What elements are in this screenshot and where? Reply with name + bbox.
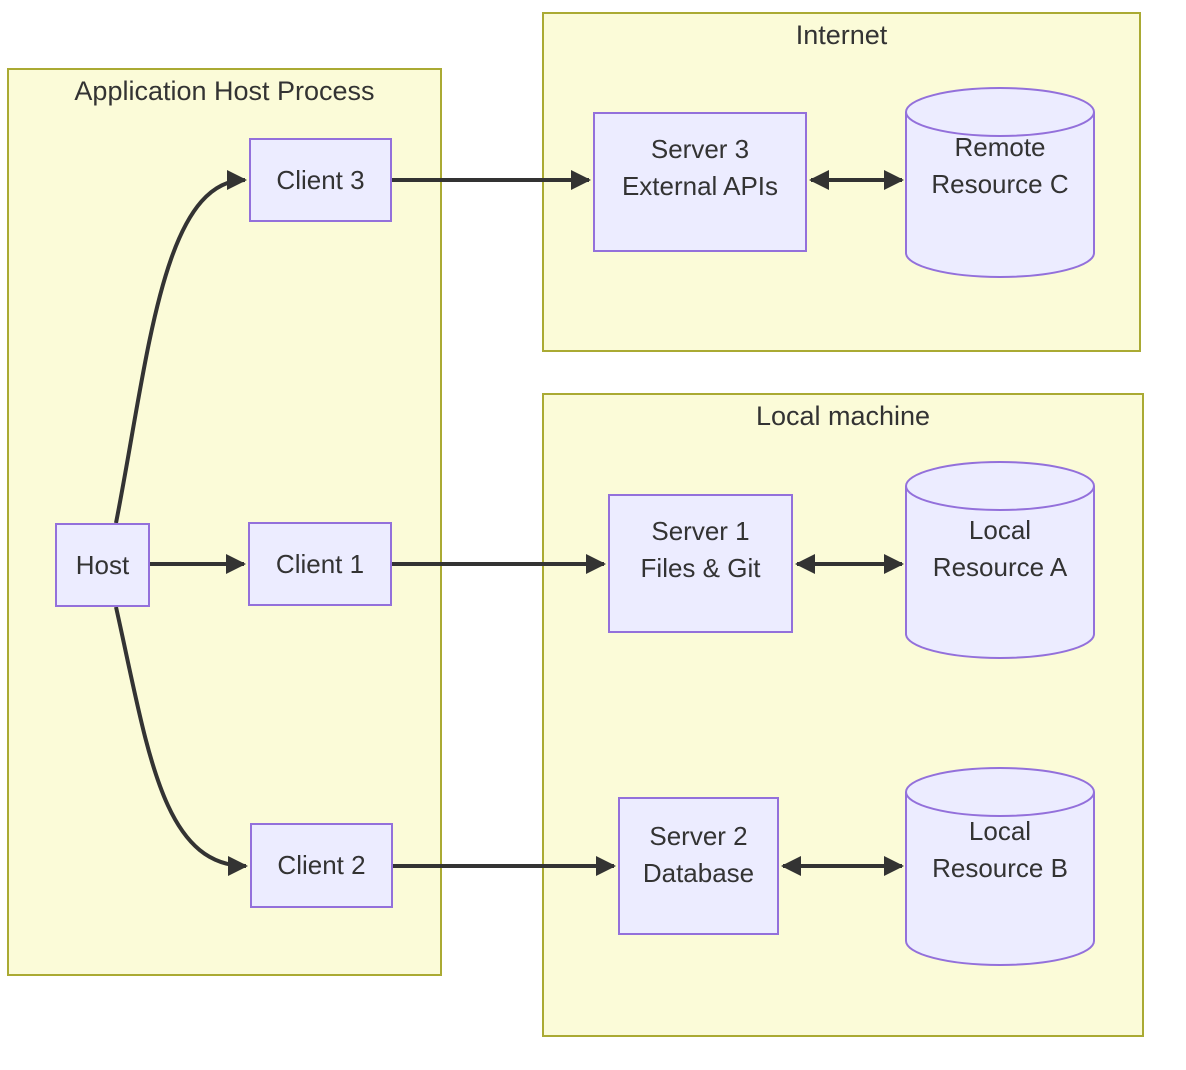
node-client-3: Client 3 <box>249 138 392 222</box>
node-server-2-database: Server 2 Database <box>618 797 779 935</box>
container-title-application-host-process: Application Host Process <box>74 76 375 106</box>
local-resource-b-line1: Local <box>968 816 1032 846</box>
edge-host-to-client3 <box>114 170 247 524</box>
node-server-3-external-apis: Server 3 External APIs <box>593 112 807 252</box>
container-title-internet: Internet <box>795 20 888 50</box>
node-server-2-label-line1: Server 2 <box>649 821 748 851</box>
cylinder-local-resource-b <box>905 767 1095 966</box>
node-local-resource-a-label: Local Resource A <box>906 512 1094 586</box>
local-resource-a-line2: Resource A <box>932 552 1068 582</box>
container-title-local-machine: Local machine <box>755 401 931 431</box>
node-client-2: Client 2 <box>250 823 393 908</box>
node-server-2-label-line2: Database <box>642 858 755 888</box>
cylinder-local-resource-a <box>905 461 1095 659</box>
node-server-3-label-line1: Server 3 <box>650 134 750 164</box>
node-client-2-label: Client 2 <box>277 850 366 880</box>
node-server-1-files-git: Server 1 Files & Git <box>608 494 793 633</box>
node-client-1: Client 1 <box>248 522 392 606</box>
local-resource-a-line1: Local <box>968 515 1032 545</box>
remote-resource-c-line2: Resource C <box>931 169 1069 199</box>
remote-resource-c-line1: Remote <box>954 132 1046 162</box>
node-client-1-label: Client 1 <box>275 548 365 579</box>
node-server-3-label-line2: External APIs <box>621 171 779 201</box>
node-server-1-label-line1: Server 1 <box>651 515 750 546</box>
local-resource-b-line2: Resource B <box>932 853 1068 883</box>
node-client-3-label: Client 3 <box>276 164 365 195</box>
node-remote-resource-c-label: Remote Resource C <box>906 129 1094 203</box>
cylinder-remote-resource-c <box>905 87 1095 278</box>
node-server-1-label-line2: Files & Git <box>640 552 761 583</box>
node-local-resource-b-label: Local Resource B <box>906 813 1094 887</box>
node-host-label: Host <box>75 549 130 580</box>
node-host: Host <box>55 523 150 607</box>
edge-host-to-client2 <box>114 606 248 876</box>
